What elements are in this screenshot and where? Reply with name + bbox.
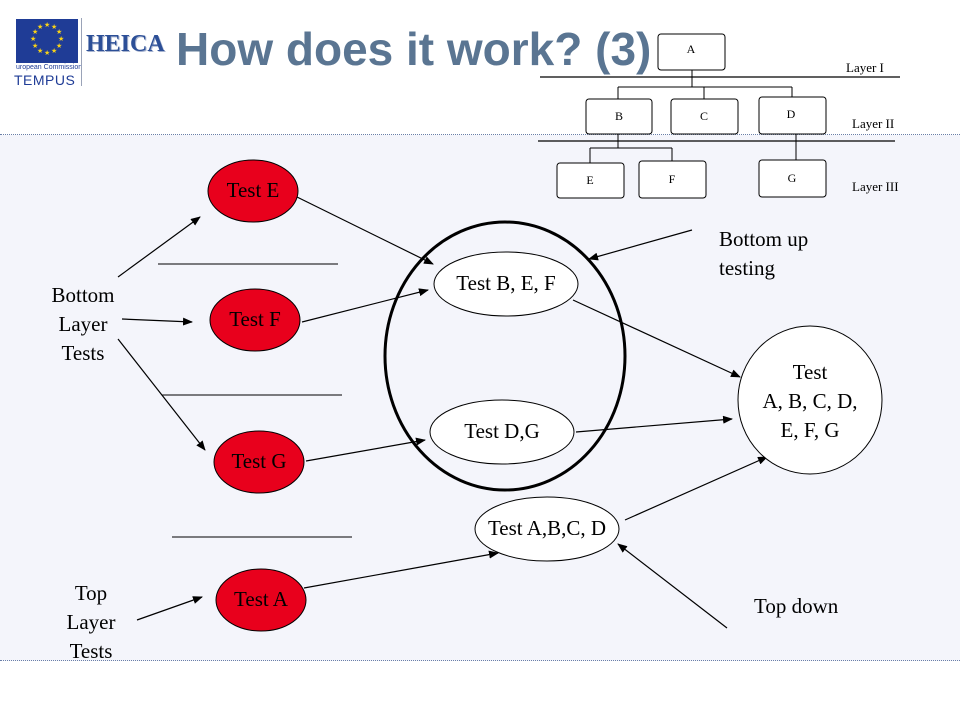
layer-ii-label: Layer II (852, 116, 895, 131)
arrow (136, 596, 203, 621)
test-f-label: Test F (229, 307, 281, 331)
tree-node-g-label: G (787, 171, 797, 185)
test-bef-node (433, 251, 579, 317)
integration-group-ellipse (383, 220, 627, 492)
tree-node-f (638, 160, 707, 199)
logo-divider (81, 18, 82, 86)
arrow (296, 196, 434, 265)
arrow (121, 317, 193, 326)
arrow (301, 288, 429, 323)
test-all-node (737, 325, 883, 475)
tempus-logo-text: TEMPUS (14, 72, 76, 88)
test-a-label: Test A (234, 587, 288, 611)
tree-diagram (538, 33, 900, 199)
top-layer-tests-label: Top Layer Tests (66, 581, 116, 663)
arrow (624, 456, 768, 521)
layer-iii-label: Layer III (852, 179, 899, 194)
tree-node-b (585, 98, 653, 135)
tree-node-c (670, 98, 739, 135)
tree-node-f-label: F (668, 172, 676, 186)
logo-caption: uropean Commission (16, 64, 83, 71)
bottom-layer-tests-label: Bottom Layer Tests (51, 283, 115, 365)
tree-node-e (556, 162, 625, 199)
top-down-label: Top down (754, 594, 839, 618)
test-abcd-label: Test A,B,C, D (487, 516, 607, 540)
arrow (117, 216, 201, 278)
tree-node-a (657, 33, 726, 71)
tree-node-d-label: D (786, 107, 796, 121)
page-title: How does it work? (3) (176, 23, 652, 75)
layer-i-label: Layer I (846, 60, 884, 75)
test-g-label: Test G (231, 449, 287, 473)
test-e-node (207, 159, 299, 223)
arrow (117, 338, 206, 451)
test-g-node (213, 430, 305, 494)
arrow (588, 229, 693, 261)
test-dg-node (429, 399, 575, 465)
heica-logo-text: HEICA (86, 31, 165, 57)
tree-node-e-label: E (586, 173, 594, 187)
arrow (303, 550, 499, 589)
tree-node-c-label: C (699, 109, 709, 123)
arrow (575, 415, 733, 433)
test-f-node (209, 288, 301, 352)
header-divider (0, 134, 960, 135)
test-e-label: Test E (226, 178, 280, 202)
arrow (572, 299, 741, 378)
bottom-up-label: Bottom up testing (719, 227, 809, 280)
arrow (305, 437, 426, 462)
test-a-node (215, 568, 307, 632)
tree-node-d (758, 96, 827, 135)
tree-node-a-label: A (686, 42, 696, 56)
test-all-label: Test A, B, C, D, E, F, G (762, 360, 858, 442)
test-dg-label: Test D,G (464, 419, 540, 443)
test-bef-label: Test B, E, F (456, 271, 556, 295)
tree-node-b-label: B (614, 109, 624, 123)
tree-node-g (758, 159, 827, 198)
footer-divider (0, 660, 960, 661)
eu-flag-icon: ★ ★ ★ ★ ★ ★ ★ ★ ★ ★ ★ ★ (16, 19, 78, 63)
test-abcd-node (474, 496, 620, 562)
arrows (117, 196, 768, 629)
arrow (617, 543, 728, 629)
